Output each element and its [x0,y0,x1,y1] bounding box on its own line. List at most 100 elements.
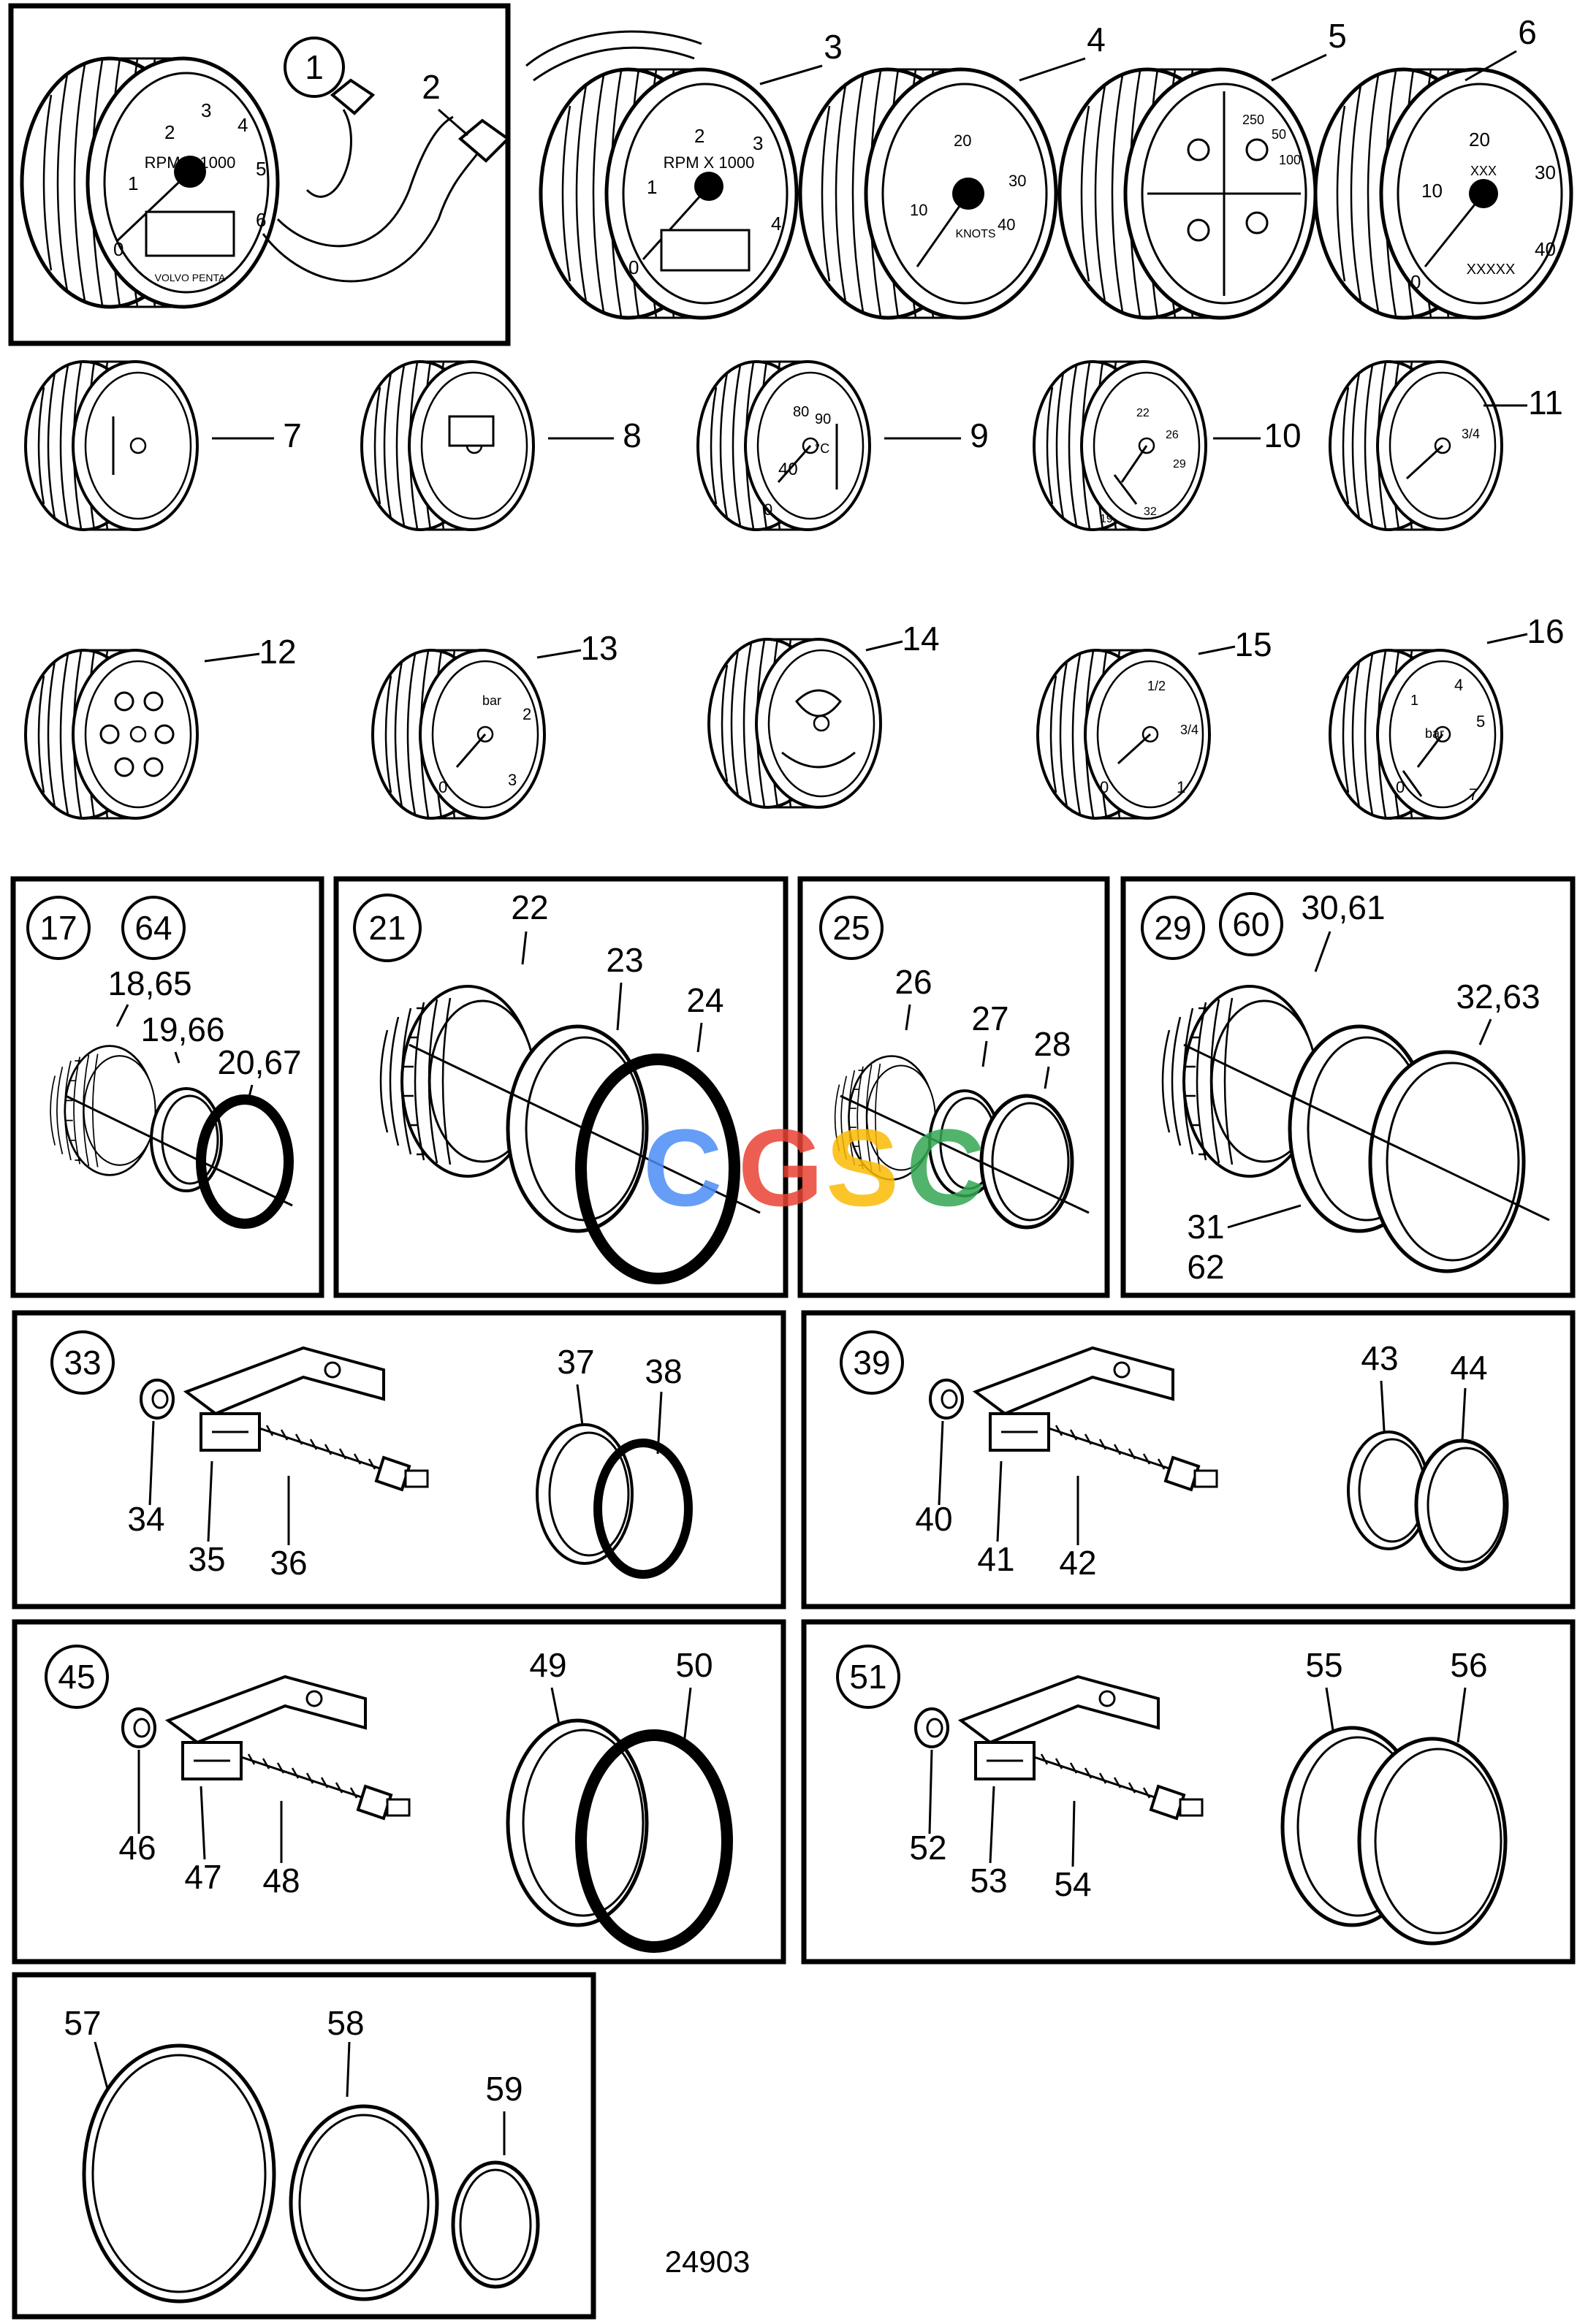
svg-text:1: 1 [1177,778,1185,796]
callout-45: 45 [58,1658,95,1696]
svg-text:3: 3 [753,132,763,154]
box-set-33 [12,1310,786,1609]
label-36: 36 [270,1544,307,1582]
callout-6: 6 [1518,13,1537,51]
svg-text:0: 0 [1100,778,1109,796]
box-set-57 [12,1972,596,2320]
svg-text:250: 250 [1242,113,1264,127]
box-set-51 [801,1619,1576,1965]
svg-text:40: 40 [778,460,798,479]
svg-text:3/4: 3/4 [1462,427,1480,441]
label-31: 31 [1187,1208,1224,1246]
svg-text:G: G [738,1106,824,1229]
box-kit-1 [8,3,511,346]
svg-text:XXXXX: XXXXX [1467,262,1516,278]
gauge-14 [707,638,882,809]
tick-3: 3 [201,99,211,121]
label-53: 53 [970,1862,1007,1900]
label-37: 37 [557,1343,594,1381]
callout-5: 5 [1328,17,1347,55]
svg-text:bar: bar [482,693,501,708]
callout-64: 64 [134,909,172,947]
svg-text:XXX: XXX [1470,164,1497,178]
svg-text:22: 22 [1136,407,1150,419]
callout-17: 17 [39,909,77,947]
svg-text:3/4: 3/4 [1180,723,1198,737]
label-57: 57 [64,2004,101,2042]
svg-text:80: 80 [793,404,809,420]
svg-text:°C: °C [815,441,829,456]
callout-15: 15 [1234,625,1272,663]
tick-6: 6 [256,209,266,231]
label-54: 54 [1054,1865,1091,1903]
connector-2 [457,118,511,163]
svg-text:0: 0 [1410,271,1421,293]
svg-text:30: 30 [1535,161,1556,183]
gauge-9: 40 80 90 °C 0 [696,360,871,531]
label-52: 52 [909,1829,946,1867]
svg-text:0: 0 [438,778,447,796]
gauge-6: 0 10 20 30 40 XXX XXXXX [1315,69,1571,318]
callout-12: 12 [259,633,296,671]
label-56: 56 [1450,1646,1487,1684]
box-set-29 [1120,876,1576,1298]
svg-text:7: 7 [1469,785,1478,804]
callout-29: 29 [1154,909,1191,947]
svg-text:KNOTS: KNOTS [955,228,995,240]
callout-39: 39 [853,1344,890,1382]
label-30-61: 30,61 [1301,888,1385,926]
label-28: 28 [1033,1025,1071,1063]
label-47: 47 [184,1858,221,1896]
svg-text:100: 100 [1279,153,1301,167]
gauge-tachometer-kit: RPM X 1000 0 1 2 3 4 5 6 VOLVO PENTA [22,58,278,307]
label-59: 59 [485,2070,523,2108]
svg-text:4: 4 [1454,676,1463,694]
svg-text:90: 90 [815,411,831,427]
gauge-15: 1/2 3/4 0 1 [1036,649,1211,820]
box-set-39 [801,1310,1576,1609]
svg-text:bar: bar [1425,726,1444,741]
callout-2: 2 [422,68,441,106]
bezel-17 [50,1045,156,1176]
callout-9: 9 [970,416,989,454]
callout-8: 8 [623,416,642,454]
box-set-25 [797,876,1110,1298]
watermark: C G S C [643,1106,985,1229]
ring-57 [82,2043,276,2304]
label-19-66: 19,66 [140,1010,224,1048]
gauge-10: 19 22 26 29 32 [1033,360,1207,531]
connector-1 [330,78,376,115]
svg-text:20: 20 [1469,129,1490,151]
label-58: 58 [327,2004,364,2042]
label-18-65: 18,65 [107,964,191,1002]
callout-11: 11 [1528,384,1563,422]
tick-1: 1 [128,172,138,194]
svg-text:2: 2 [523,705,531,723]
box-set-45 [12,1619,786,1965]
callout-14: 14 [902,620,939,658]
callout-7: 7 [283,416,302,454]
figure-id: 24903 [665,2244,751,2279]
svg-text:20: 20 [954,132,971,150]
label-41: 41 [977,1540,1014,1578]
callout-60: 60 [1232,905,1269,943]
gauge-7 [24,360,199,531]
svg-text:10: 10 [910,201,927,219]
label-55: 55 [1305,1646,1342,1684]
svg-text:C: C [906,1106,985,1229]
callout-4: 4 [1087,20,1106,58]
svg-text:0: 0 [764,500,772,519]
svg-text:3: 3 [508,771,517,789]
gauge-12 [24,649,199,820]
label-26: 26 [894,963,932,1001]
callout-21: 21 [368,909,406,947]
label-20-67: 20,67 [217,1043,301,1081]
bracket-39 [929,1346,1218,1491]
label-23: 23 [606,941,643,979]
svg-text:30: 30 [1008,172,1026,190]
gauge-11: 3/4 [1329,360,1503,531]
tick-2: 2 [164,121,175,143]
svg-text:2: 2 [694,125,704,147]
svg-text:32: 32 [1144,506,1157,518]
gauge-3: RPM X 1000 0 1 2 3 4 [541,69,797,318]
